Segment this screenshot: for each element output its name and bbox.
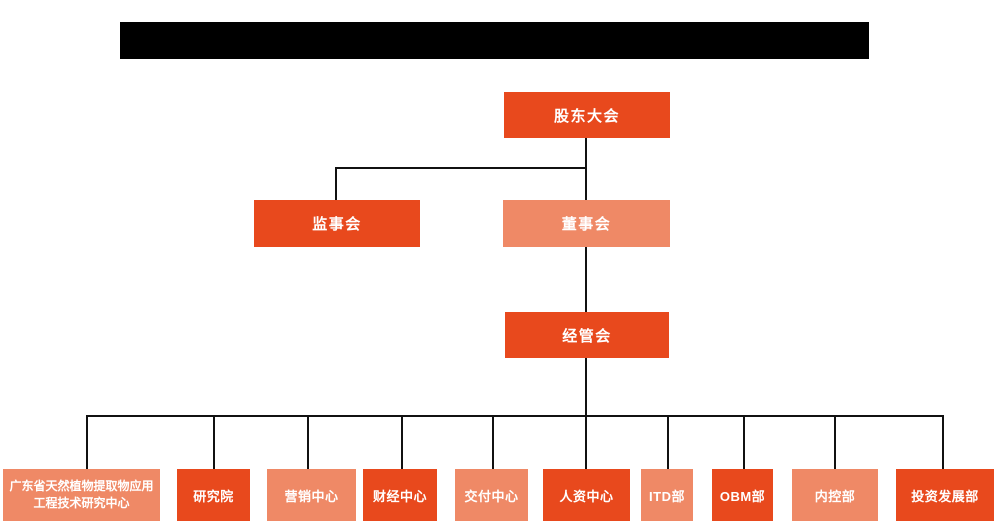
node-gd-research-center: 广东省天然植物提取物应用工程技术研究中心 xyxy=(3,469,160,521)
node-shareholders-meeting-label: 股东大会 xyxy=(553,107,620,125)
node-obm-dept-label: OBM部 xyxy=(719,488,766,504)
drop-line-itd-dept xyxy=(667,415,669,469)
node-delivery-center-label: 交付中心 xyxy=(464,488,519,504)
node-research-institute-label: 研究院 xyxy=(193,488,234,504)
node-itd-dept: ITD部 xyxy=(641,469,693,521)
node-marketing-center: 营销中心 xyxy=(267,469,356,521)
node-obm-dept: OBM部 xyxy=(712,469,773,521)
connector-supervisory-drop xyxy=(335,167,337,200)
drop-line-finance-center xyxy=(401,415,403,469)
node-hr-center-label: 人资中心 xyxy=(559,488,614,504)
node-board-of-directors: 董事会 xyxy=(503,200,670,247)
node-itd-dept-label: ITD部 xyxy=(649,488,685,504)
node-finance-center: 财经中心 xyxy=(363,469,437,521)
drop-line-research-institute xyxy=(213,415,215,469)
node-finance-center-label: 财经中心 xyxy=(372,488,427,504)
drop-line-marketing-center xyxy=(307,415,309,469)
drop-line-obm-dept xyxy=(743,415,745,469)
connector-board-management xyxy=(585,247,587,312)
drop-line-gd-research-center xyxy=(86,415,88,469)
node-shareholders-meeting: 股东大会 xyxy=(504,92,670,138)
node-hr-center: 人资中心 xyxy=(543,469,630,521)
drop-line-internal-control-dept xyxy=(834,415,836,469)
connector-departments-horizontal xyxy=(86,415,944,417)
node-gd-research-center-label: 广东省天然植物提取物应用工程技术研究中心 xyxy=(9,479,154,510)
node-internal-control-dept: 内控部 xyxy=(792,469,878,521)
connector-shareholders-vertical xyxy=(585,138,587,200)
node-supervisory-board: 监事会 xyxy=(254,200,420,247)
connector-management-vertical xyxy=(585,358,587,417)
node-supervisory-board-label: 监事会 xyxy=(312,216,362,233)
node-management-committee-label: 经管会 xyxy=(562,327,612,345)
node-board-of-directors-label: 董事会 xyxy=(561,216,612,233)
node-investment-dev-dept-label: 投资发展部 xyxy=(911,488,979,504)
drop-line-delivery-center xyxy=(492,415,494,469)
drop-line-hr-center xyxy=(585,415,587,469)
node-research-institute: 研究院 xyxy=(177,469,250,521)
drop-line-investment-dev-dept xyxy=(942,415,944,469)
node-management-committee: 经管会 xyxy=(505,312,669,358)
redacted-title-bar xyxy=(120,22,869,59)
node-investment-dev-dept: 投资发展部 xyxy=(896,469,994,521)
node-marketing-center-label: 营销中心 xyxy=(284,488,339,504)
node-internal-control-dept-label: 内控部 xyxy=(814,488,856,504)
node-delivery-center: 交付中心 xyxy=(455,469,528,521)
connector-level2-horizontal xyxy=(335,167,587,169)
